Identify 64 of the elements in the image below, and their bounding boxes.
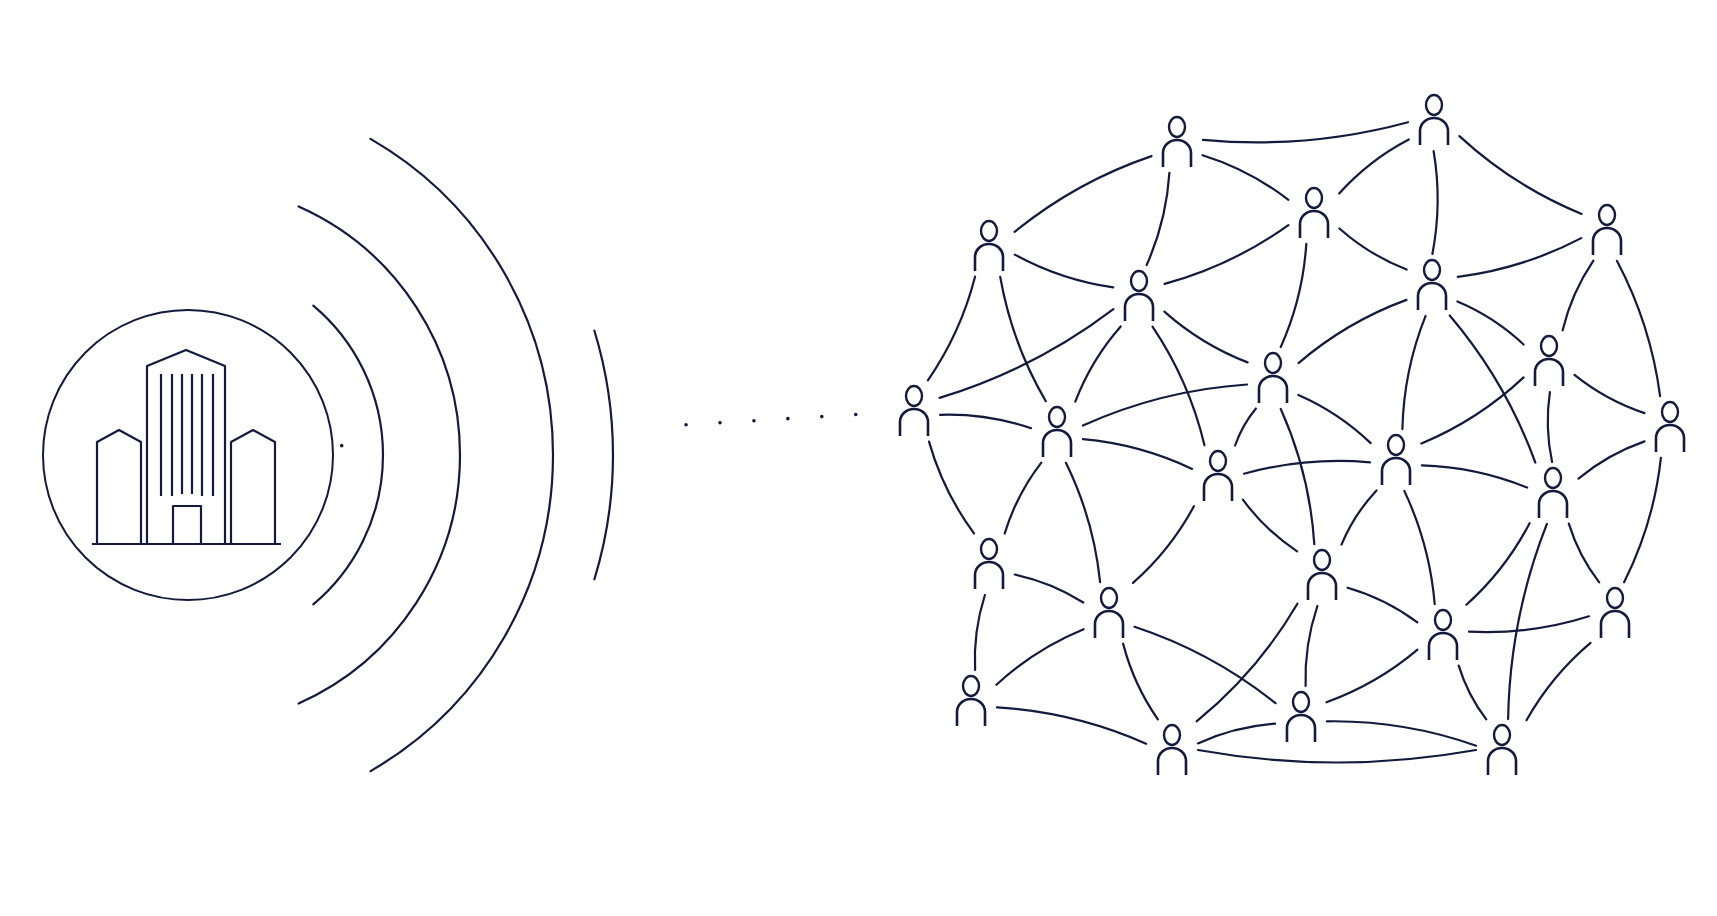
- connector-line: [938, 308, 1115, 399]
- connector-line: [1448, 314, 1537, 464]
- connector-line: [1567, 522, 1601, 584]
- connector-line: [1403, 489, 1436, 606]
- connector-line: [1163, 310, 1249, 364]
- connector-line: [1546, 390, 1554, 464]
- connector-line: [1163, 224, 1290, 285]
- connector-line: [1467, 615, 1591, 634]
- connector-line: [1577, 440, 1646, 480]
- connector-line: [1234, 407, 1257, 447]
- connector-line: [1346, 586, 1419, 624]
- connector-line: [1279, 407, 1316, 546]
- connector-line: [1297, 298, 1408, 365]
- connector-line: [1456, 237, 1583, 278]
- connector-line: [1420, 376, 1525, 445]
- connector-line: [1338, 138, 1410, 195]
- connector-line: [1279, 242, 1308, 349]
- connector-line: [999, 275, 1047, 403]
- connector-line: [1340, 489, 1378, 546]
- connector-line: [1195, 602, 1299, 723]
- connector-line: [1074, 325, 1122, 403]
- connector-line: [1507, 522, 1548, 721]
- building-circle: [42, 309, 334, 601]
- connector-line: [1131, 505, 1196, 584]
- connector-line: [1081, 383, 1249, 427]
- connector-line: [1458, 135, 1583, 215]
- connector-line: [1325, 648, 1419, 704]
- connector-line: [1465, 522, 1531, 606]
- connector-line: [1457, 664, 1488, 721]
- connector-line: [1081, 438, 1194, 470]
- connector-line: [1420, 464, 1529, 489]
- connector-line: [1325, 720, 1478, 747]
- connector-line: [1456, 300, 1525, 346]
- connector-line: [973, 593, 986, 672]
- connector-line: [1196, 722, 1277, 745]
- connector-line: [1401, 314, 1427, 431]
- connector-line: [1525, 641, 1592, 722]
- connector-line: [1304, 604, 1319, 688]
- connector-line: [1431, 149, 1439, 256]
- connector-line: [1623, 456, 1662, 584]
- connector-line: [1013, 573, 1085, 604]
- connector-line: [995, 628, 1085, 686]
- connector-line: [1201, 154, 1290, 201]
- connector-line: [927, 440, 976, 535]
- connector-line: [1064, 461, 1102, 584]
- connector-line: [995, 706, 1148, 745]
- connector-line: [1013, 253, 1115, 289]
- connector-line: [1241, 498, 1299, 553]
- connector-line: [938, 413, 1033, 430]
- connector-line: [1145, 171, 1171, 267]
- connector-line: [1561, 259, 1595, 332]
- connector-line: [1151, 325, 1206, 447]
- connector-line: [1133, 625, 1277, 705]
- connector-line: [1201, 121, 1410, 144]
- connector-line: [1122, 642, 1159, 721]
- connector-line: [1297, 393, 1372, 445]
- connector-line: [1573, 373, 1646, 415]
- connector-line: [1615, 259, 1662, 398]
- connector-line: [1242, 459, 1372, 475]
- connector-line: [1003, 461, 1043, 535]
- connector-line: [1338, 227, 1408, 271]
- connector-line: [1196, 748, 1478, 764]
- connector-line: [1013, 155, 1153, 233]
- connector-line: [926, 275, 977, 382]
